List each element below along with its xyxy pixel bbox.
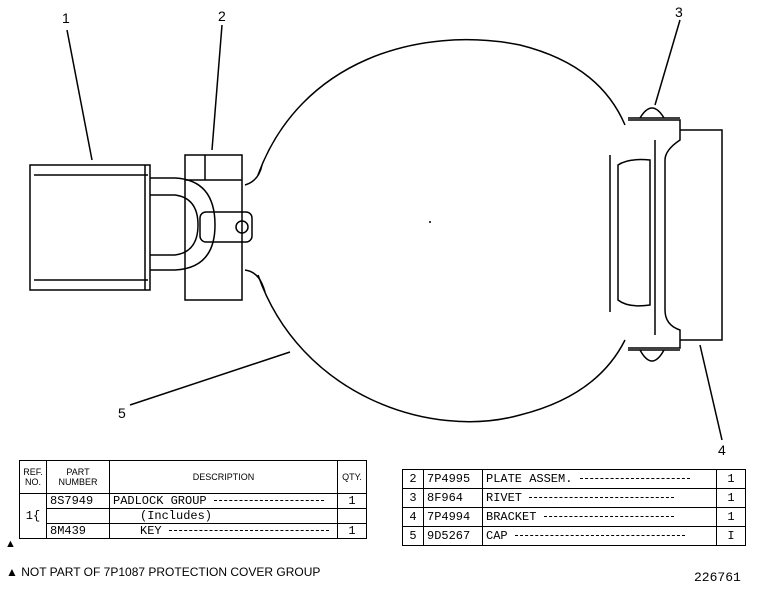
table-row: 1{ 8S7949 PADLOCK GROUP 1 — [19, 493, 367, 539]
description-cell: PADLOCK GROUP — [109, 493, 338, 509]
header-description: DESCRIPTION — [109, 460, 338, 494]
part-number-cell — [46, 508, 110, 524]
rivet-top — [639, 107, 665, 119]
callout-5: 5 — [118, 405, 126, 421]
qty-cell: 1 — [337, 523, 367, 539]
bracket — [680, 129, 723, 341]
header-part-number: PART NUMBER — [46, 460, 110, 494]
table-row: 8M439 KEY 1 — [20, 523, 367, 539]
rivet-bottom — [639, 349, 665, 362]
padlock-body — [29, 164, 151, 291]
description-cell: (Includes) — [109, 508, 338, 524]
cover-parts-table: 2 7P4995 PLATE ASSEM. 1 3 8F964 RIVET 1 … — [402, 469, 746, 546]
cap-outline — [257, 38, 626, 176]
table-row: 4 7P4994 BRACKET 1 — [402, 507, 746, 527]
qty-cell — [337, 508, 367, 524]
figure-number: 226761 — [694, 570, 741, 585]
header-ref-no: REF. NO. — [19, 460, 47, 494]
plate — [184, 154, 243, 301]
table-row: (Includes) — [20, 508, 367, 524]
padlock-parts-table: REF. NO. PART NUMBER DESCRIPTION QTY. 1{… — [19, 460, 367, 539]
callout-3: 3 — [675, 4, 683, 20]
callout-1: 1 — [62, 10, 70, 26]
exploded-view-drawing — [29, 19, 723, 441]
table-header-row: REF. NO. PART NUMBER DESCRIPTION QTY. — [19, 460, 367, 494]
table-row: 3 8F964 RIVET 1 — [402, 488, 746, 508]
table-row: 2 7P4995 PLATE ASSEM. 1 — [402, 469, 746, 489]
marker-icon: ▲ — [5, 538, 16, 550]
description-cell: KEY — [109, 523, 338, 539]
part-number-cell: 8M439 — [46, 523, 110, 539]
qty-cell: 1 — [337, 493, 367, 509]
table-row: 5 9D5267 CAP I — [402, 526, 746, 546]
header-qty: QTY. — [337, 460, 367, 494]
callout-2: 2 — [218, 8, 226, 24]
cap-outline-lower — [257, 274, 626, 423]
padlock-shackle — [150, 177, 216, 271]
footnote: ▲ NOT PART OF 7P1087 PROTECTION COVER GR… — [6, 565, 321, 579]
part-number-cell: 8S7949 — [46, 493, 110, 509]
group-ref: 1{ — [19, 493, 47, 539]
callout-4: 4 — [718, 442, 726, 458]
